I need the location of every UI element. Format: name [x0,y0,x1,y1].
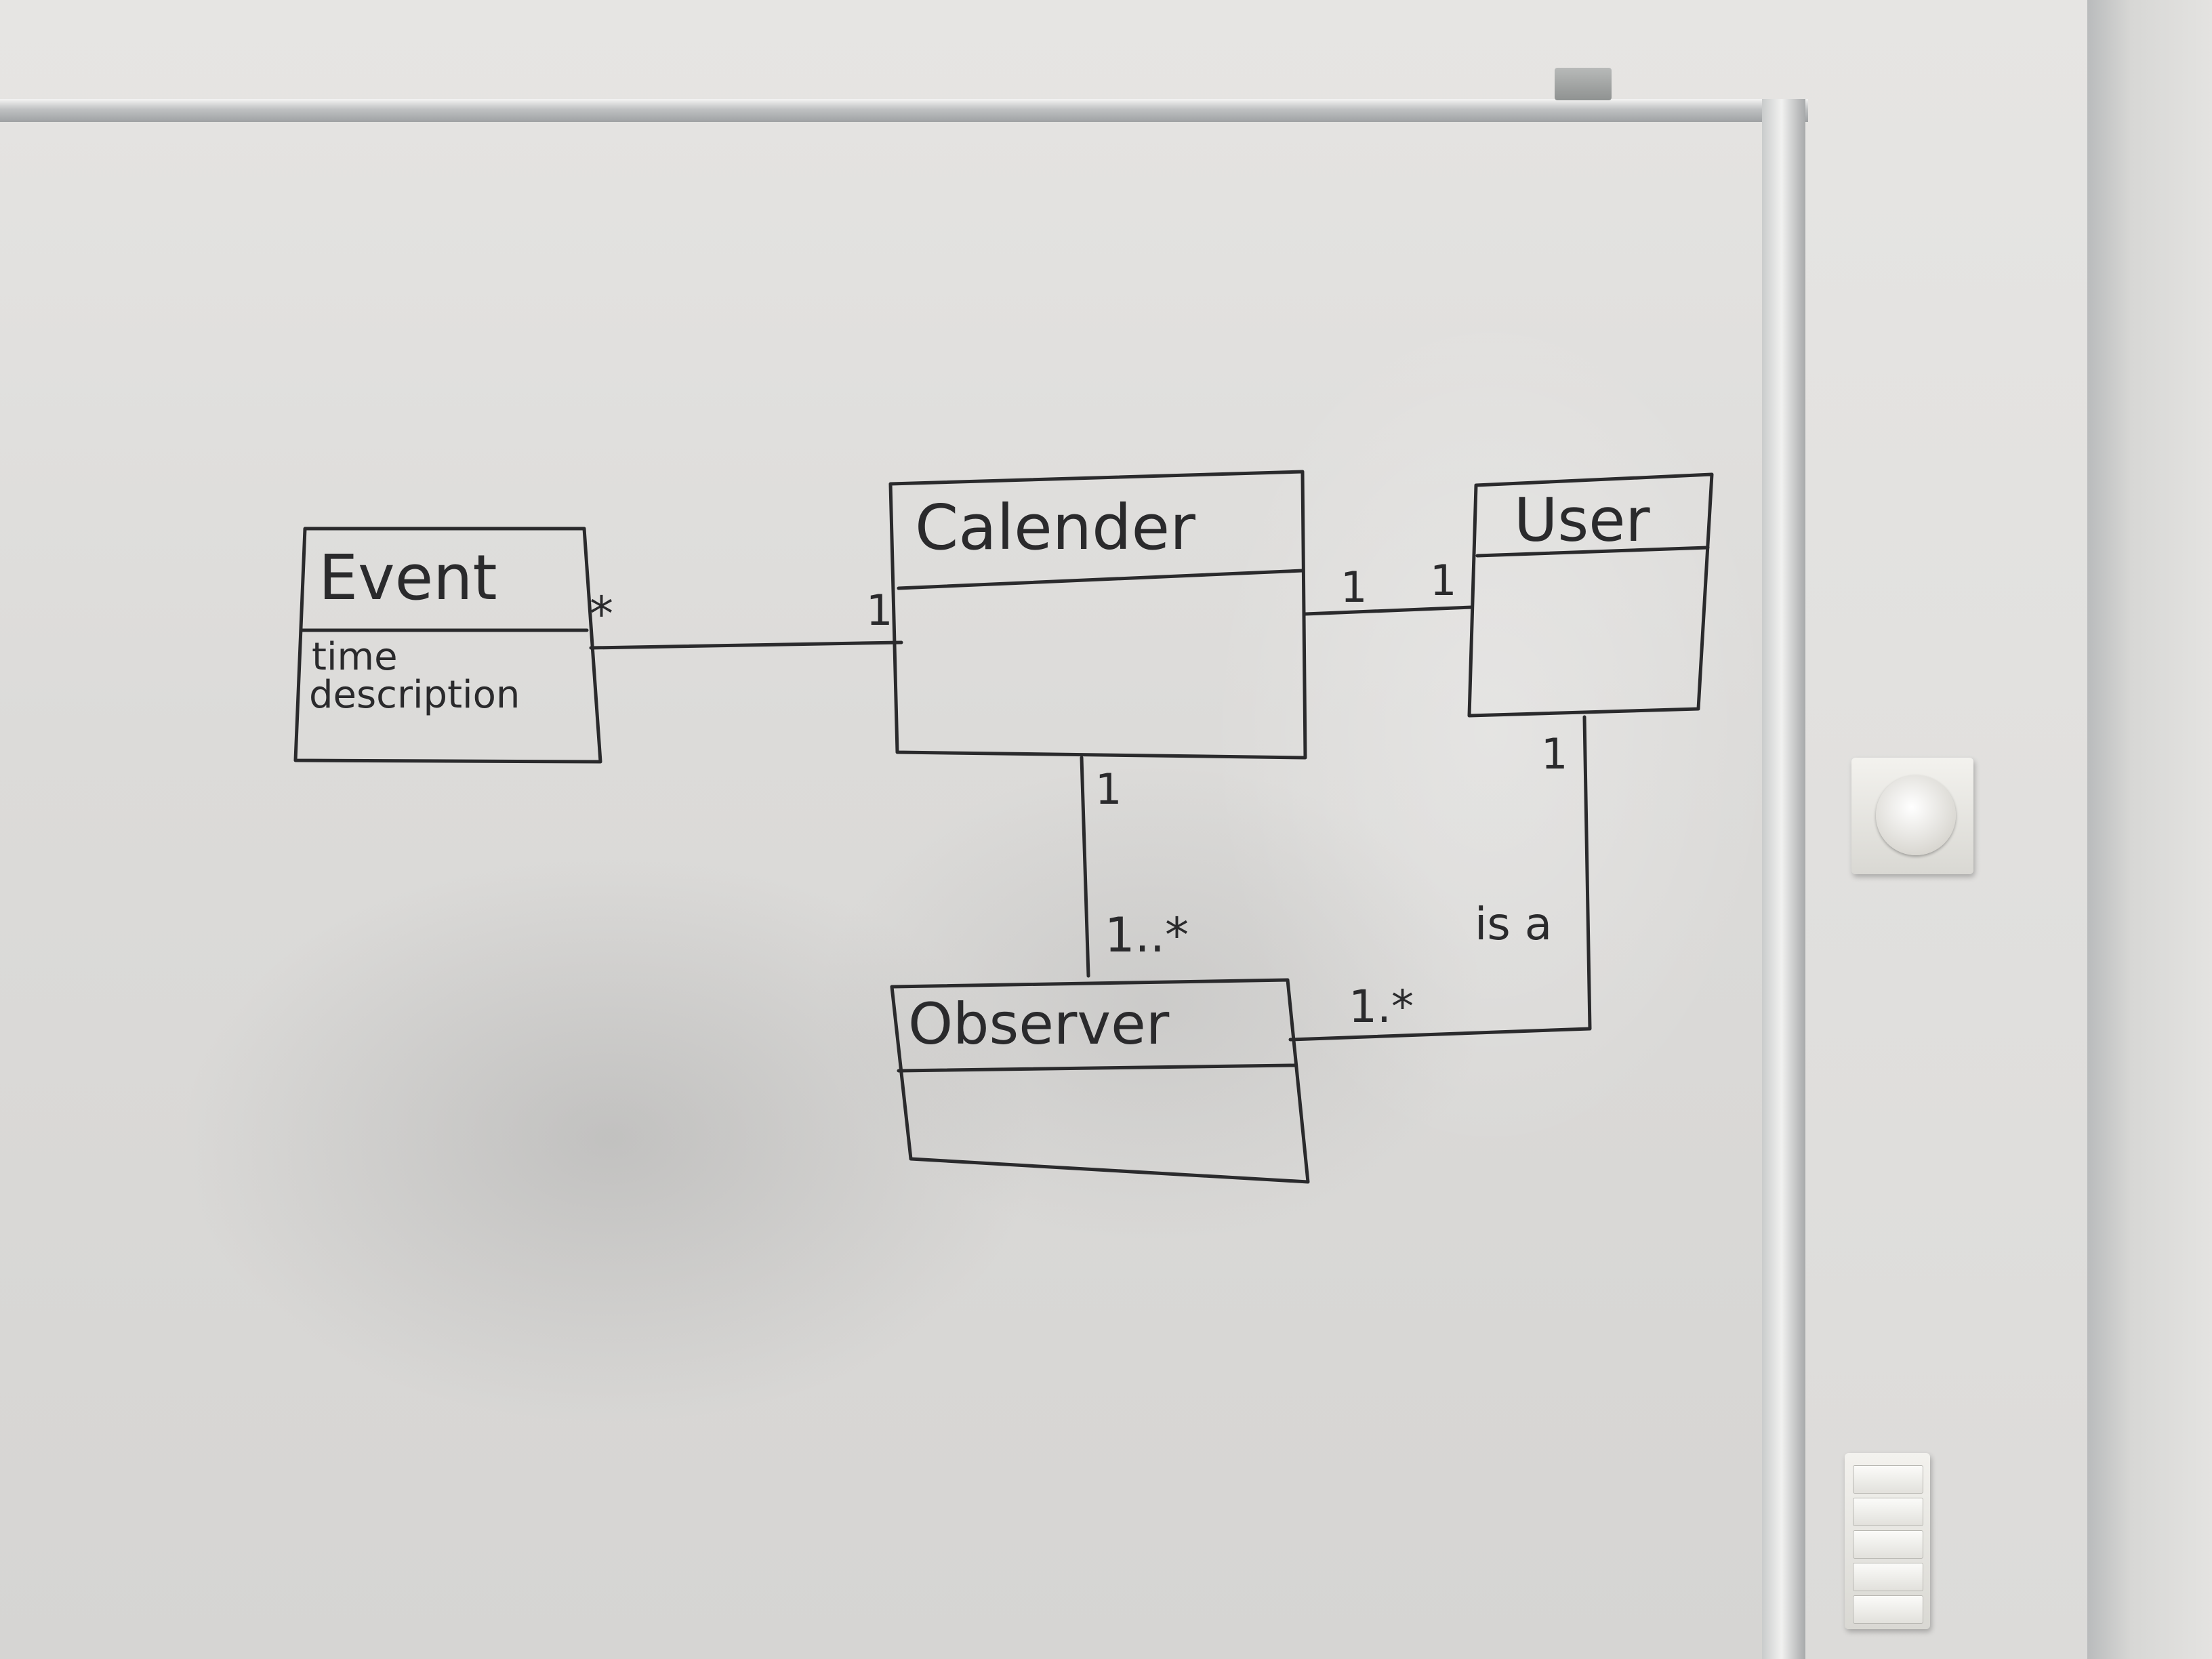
class-observer-divider [897,1063,1296,1073]
multiplicity-label: 1 [1430,556,1456,605]
light-switch-button[interactable] [1853,1595,1923,1624]
whiteboard-right-frame [1762,99,1805,1659]
class-event-box [293,527,602,764]
association-label: is a [1475,898,1552,950]
multiplicity-label: 1 [866,586,893,635]
class-calendar-box [888,470,1307,760]
class-observer-name: Observer [908,991,1170,1057]
multiplicity-label: 1 [1541,729,1568,779]
class-event: Event time description [293,527,602,764]
multiplicity-label: 1 [1340,562,1367,612]
class-user-divider [1475,546,1710,558]
class-user: User [1467,472,1714,718]
class-calendar-divider [897,569,1305,590]
light-switch-button[interactable] [1853,1530,1923,1559]
class-calendar-name: Calender [915,491,1195,564]
whiteboard-clip [1555,68,1612,100]
class-calendar: Calender [888,470,1307,760]
class-user-box [1467,472,1714,718]
association-user-observer: 1 1.* is a [1288,715,1592,1042]
multiplicity-label: 1..* [1105,907,1189,963]
association-calendar-user: 1 1 [1303,556,1474,616]
association-line [1288,715,1592,1042]
class-event-name: Event [319,541,497,614]
class-event-attribute: description [309,673,520,717]
light-switch-button[interactable] [1853,1498,1923,1526]
light-switch-button[interactable] [1853,1563,1923,1591]
multiplicity-label: 1 [1095,764,1122,814]
multiplicity-label: * [590,586,613,642]
association-line [1080,756,1090,978]
association-event-calendar: * 1 [589,586,903,650]
class-event-attribute: time [312,635,398,679]
association-line [589,640,903,650]
wall-corner [2087,0,2212,1659]
light-switch-button[interactable] [1853,1465,1923,1494]
association-line [1303,605,1474,616]
thermostat-knob[interactable] [1876,775,1956,855]
multiplicity-label: 1.* [1349,981,1414,1033]
whiteboard-surface [0,122,1765,1659]
association-calendar-observer: 1 1..* [1080,756,1189,978]
light-switch-panel[interactable] [1845,1453,1930,1629]
thermostat-dial[interactable] [1851,758,1973,874]
class-observer-box [890,978,1310,1184]
whiteboard-top-rail [0,99,1808,122]
class-user-name: User [1514,485,1650,555]
class-observer: Observer [890,978,1310,1184]
